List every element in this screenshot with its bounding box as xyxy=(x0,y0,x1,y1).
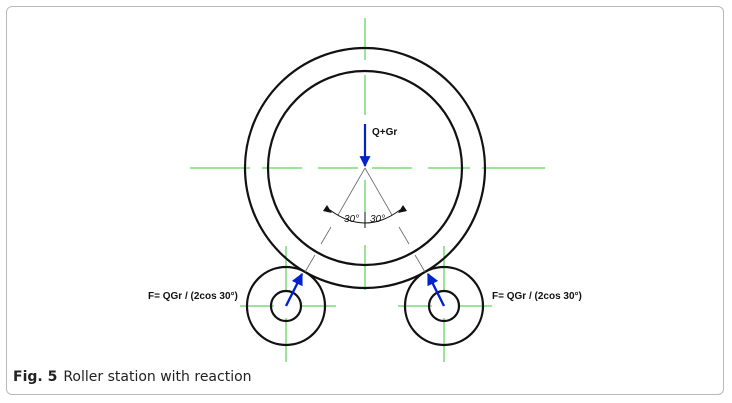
load-label: Q+Gr xyxy=(372,127,397,138)
left-reaction-line xyxy=(304,254,316,273)
right-roller-inner-circle xyxy=(427,289,461,323)
left-force-label: F= QGr / (2cos 30°) xyxy=(148,291,238,302)
angle-label-right: 30° xyxy=(370,214,385,225)
right-force-label: F= QGr / (2cos 30°) xyxy=(492,291,582,302)
right-reaction-line xyxy=(364,167,393,216)
angle-label-left: 30° xyxy=(344,214,359,225)
figure-frame xyxy=(6,6,724,395)
right-reaction-line xyxy=(414,254,426,273)
figure-number: Fig. 5 xyxy=(13,369,58,385)
figure-caption: Fig. 5 Roller station with reaction xyxy=(13,369,252,385)
right-roller-outer-circle xyxy=(403,265,485,347)
left-reaction-arrow xyxy=(284,272,304,307)
right-reaction-line xyxy=(398,226,410,245)
left-reaction-line xyxy=(320,226,332,245)
right-reaction-arrow xyxy=(426,272,446,307)
main-ring-centerlines xyxy=(190,18,545,290)
main-ring-outer-circle xyxy=(243,46,487,290)
left-reaction-line xyxy=(337,167,366,216)
reaction-direction-lines xyxy=(304,167,426,273)
left-roller-outer-circle xyxy=(245,265,327,347)
main-ring-inner-circle xyxy=(266,69,464,267)
left-roller-inner-circle xyxy=(269,289,303,323)
figure-caption-text: Roller station with reaction xyxy=(63,369,252,385)
angle-arc-tick-right xyxy=(398,205,407,213)
angle-arc-tick-left xyxy=(323,205,332,213)
